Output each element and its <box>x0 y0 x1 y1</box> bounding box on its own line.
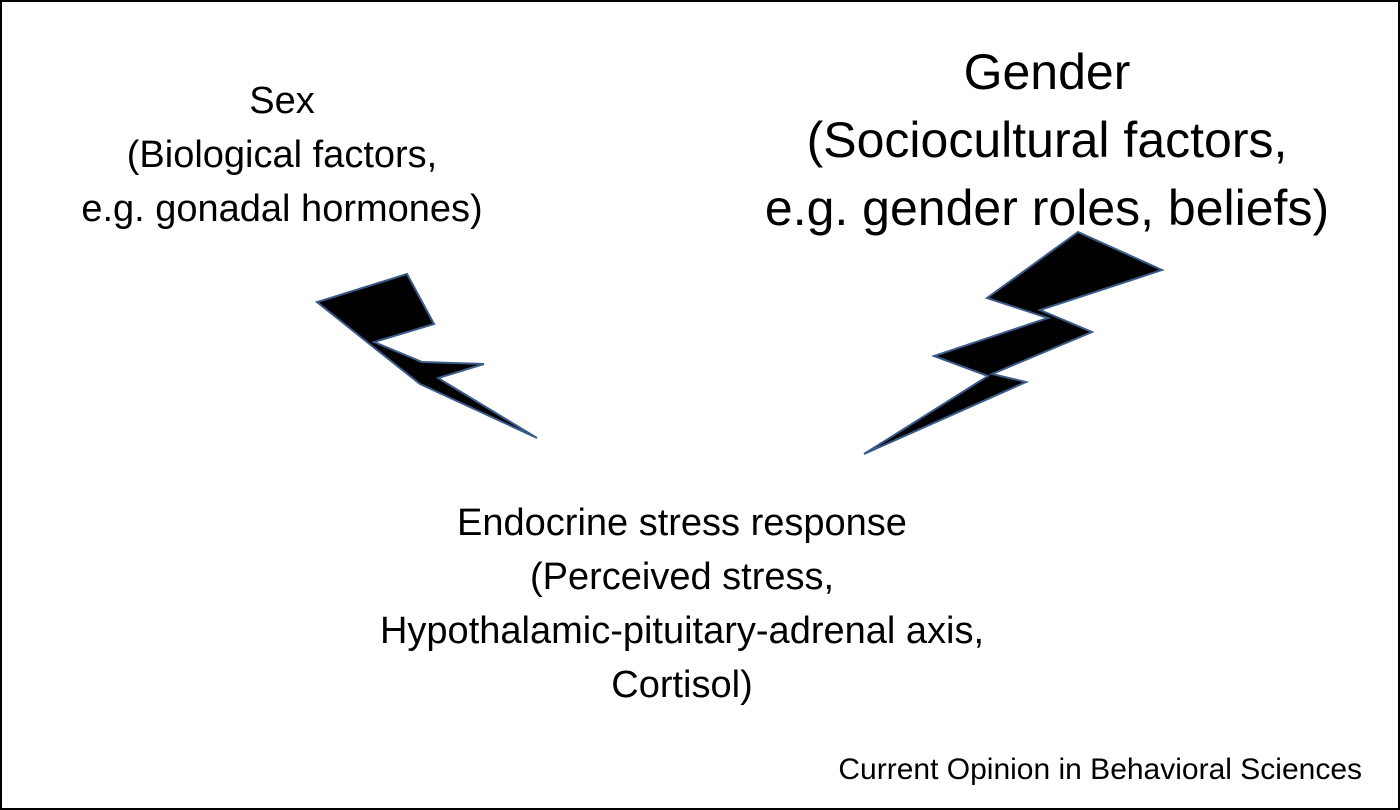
gender-description-line-2: e.g. gender roles, beliefs) <box>764 180 1330 236</box>
lightning-bolt-icon <box>314 272 538 439</box>
endocrine-description-line-3: Cortisol) <box>611 664 753 706</box>
sex-node: Sex (Biological factors, e.g. gonadal ho… <box>22 74 542 236</box>
sex-title: Sex <box>249 80 315 122</box>
sex-description-line-2: e.g. gonadal hormones) <box>81 188 483 230</box>
endocrine-stress-response-node: Endocrine stress response (Perceived str… <box>282 496 1082 712</box>
lightning-bolt-icon <box>863 230 1165 455</box>
gender-node: Gender (Sociocultural factors, e.g. gend… <box>702 38 1392 242</box>
sex-description-line-1: (Biological factors, <box>126 134 438 176</box>
endocrine-description-line-1: (Perceived stress, <box>529 556 835 598</box>
gender-description-line-1: (Sociocultural factors, <box>806 112 1288 168</box>
endocrine-description-line-2: Hypothalamic-pituitary-adrenal axis, <box>379 610 985 652</box>
endocrine-title: Endocrine stress response <box>457 502 907 544</box>
gender-title: Gender <box>963 44 1131 100</box>
source-credit: Current Opinion in Behavioral Sciences <box>838 753 1362 786</box>
